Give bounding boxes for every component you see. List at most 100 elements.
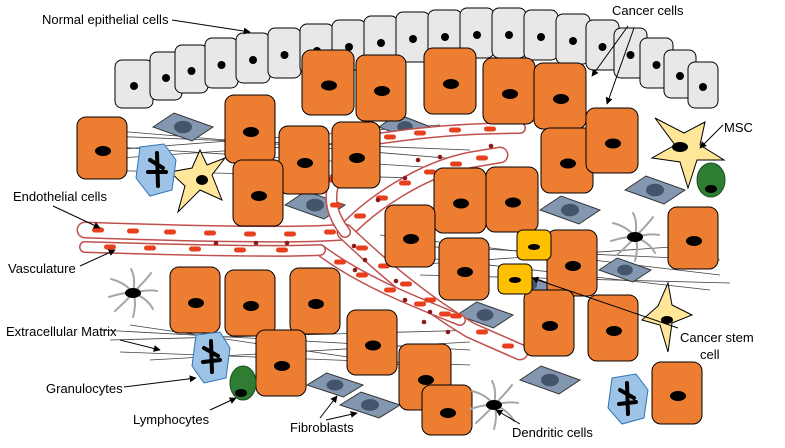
label-cancer-cells: Cancer cells [612,3,684,18]
arrow-granulocytes [123,375,197,388]
cancer-stem-cell-nucleus [528,244,540,250]
arrow-cancer-2 [605,27,635,105]
label-msc: MSC [724,120,753,135]
cancer-cell [384,204,436,268]
red-blood-cell [144,245,156,251]
blood-particle [415,157,421,163]
dendritic-cell [108,268,158,318]
blood-particle [362,257,368,263]
red-blood-cell [424,297,436,303]
red-blood-cell [104,244,116,250]
lymphocytes [229,162,726,401]
cancer-cell [587,294,639,362]
cancer-cell [546,229,598,297]
red-blood-cell [400,281,412,287]
epithelial-cell [523,9,559,61]
label-granulocytes: Granulocytes [46,381,123,396]
label-endothelial-cells: Endothelial cells [13,189,107,204]
red-blood-cell [330,202,342,208]
red-blood-cell [356,272,368,278]
lymphocyte-nucleus [705,185,717,193]
label-dendritic-cells: Dendritic cells [512,425,593,440]
blood-particle [421,319,427,325]
cancer-cell [438,237,490,301]
arrow-lymphocytes [209,397,237,411]
red-blood-cell [378,263,390,269]
arrow-vasculature [79,249,116,267]
fibroblast [338,391,402,419]
red-blood-cell [204,230,216,236]
label-normal-epithelial-cells: Normal epithelial cells [42,12,169,27]
cancer-cell [346,309,398,376]
blood-particle [402,297,408,303]
dendritic-cells [108,212,660,430]
epithelial-cell [687,61,719,109]
red-blood-cell [414,130,426,136]
granulocyte-nucleus [146,151,168,188]
cancer-cell [169,266,221,334]
blood-particle [402,175,408,181]
red-blood-cell [92,227,104,233]
cancer-cells [76,47,719,436]
lymphocyte-cell [696,162,726,198]
cancer-cell [76,116,128,180]
blood-particle [253,240,259,246]
red-blood-cell [414,301,426,307]
granulocyte-nucleus [201,339,222,374]
cancer-cell [224,269,276,337]
blood-particle [352,267,358,273]
epithelial-cell [149,51,183,101]
red-blood-cell [284,231,296,237]
cancer-cell [355,54,407,122]
blood-particle [284,240,290,246]
arrow-cancer-stem [531,276,679,329]
cancer-cell [331,121,381,189]
label-lymphocytes: Lymphocytes [133,412,210,427]
cancer-cell [421,384,473,436]
dendritic-cell [469,380,519,430]
red-blood-cell [334,259,346,265]
fibroblast [305,372,365,398]
fibroblast [597,257,653,283]
epithelial-cell [204,37,239,89]
cancer-cell [232,159,284,227]
red-blood-cell [324,229,336,235]
arrow-msc [699,124,724,149]
blood-particle [488,143,494,149]
cancer-cell [523,289,575,357]
blood-particle [437,154,443,160]
msc-cell [650,117,726,190]
cancer-cell [278,125,330,195]
red-blood-cell [244,231,256,237]
label-cancer-stem-cell-2: cell [700,347,720,362]
epithelial-cell [267,27,302,79]
red-blood-cell [127,228,139,234]
epithelial-cell [491,7,527,59]
arrow-fibroblasts-1 [319,395,338,419]
arrow-epithelial [171,19,251,35]
cancer-cell [667,206,719,270]
cancer-cell [301,49,355,116]
red-blood-cell [476,329,488,335]
cancer-stem-cell-nucleus [509,277,521,283]
cancer-cell [482,57,536,125]
blood-particle [427,309,433,315]
cancer-cell [423,47,477,115]
epithelial-cell [174,44,209,94]
blood-particle [351,243,357,249]
blood-particle [213,240,219,246]
arrow-cancer-1 [591,25,629,77]
cancer-cell [255,329,307,397]
epithelial-cell [613,27,648,79]
annotation-arrows [52,19,724,425]
normal-epithelial-layer [114,7,719,109]
red-blood-cell [399,180,411,186]
red-blood-cell [234,247,246,253]
granulocytes [135,143,649,425]
cancer-cell [485,166,539,233]
dendritic-cell [610,212,660,262]
epithelial-cell [555,13,591,65]
fibroblast [623,175,687,205]
red-blood-cell [450,313,462,319]
